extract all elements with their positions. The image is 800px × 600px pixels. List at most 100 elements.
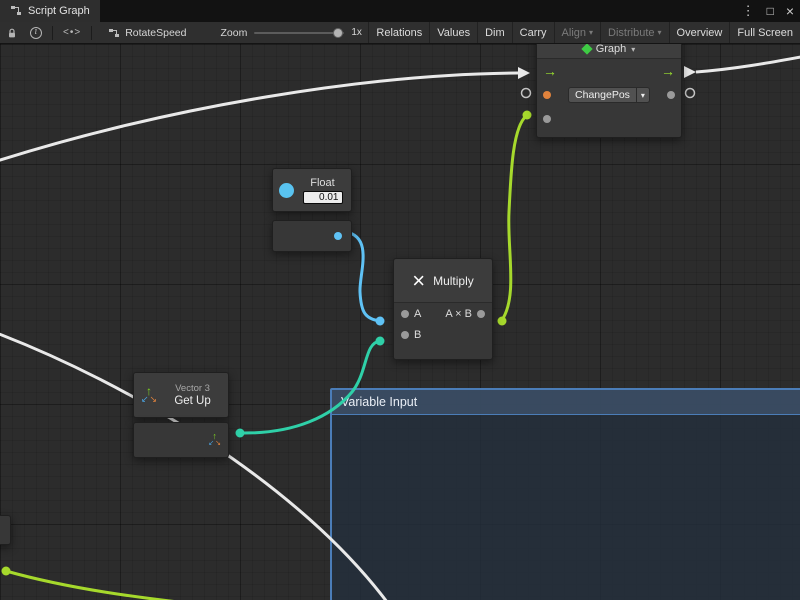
overview-label: Overview bbox=[677, 27, 723, 39]
output-port-icon[interactable] bbox=[667, 91, 675, 99]
control-out-port-icon[interactable] bbox=[661, 64, 675, 78]
port-multiply-b-connection[interactable] bbox=[376, 337, 385, 346]
wire-control-in[interactable] bbox=[0, 73, 518, 162]
graph-canvas[interactable]: Variable Input Graph bbox=[0, 44, 800, 600]
node-float-port-section[interactable] bbox=[272, 220, 352, 252]
vector3-right-arrow-icon bbox=[150, 396, 158, 404]
zoom-slider-thumb[interactable] bbox=[333, 28, 343, 38]
node-changepos-title: Graph bbox=[596, 44, 627, 55]
node-offscreen-sliver[interactable] bbox=[0, 515, 11, 545]
maximize-icon[interactable] bbox=[761, 0, 780, 22]
toolbar-separator bbox=[52, 26, 53, 40]
node-get-up[interactable]: Vector 3 Get Up bbox=[133, 372, 229, 418]
port-changepos-value-connection[interactable] bbox=[523, 111, 532, 120]
tab-script-graph[interactable]: Script Graph bbox=[0, 0, 100, 22]
code-icon bbox=[63, 27, 81, 38]
port-multiply-a-connection[interactable] bbox=[376, 317, 385, 326]
variable-port-row: ChangePos bbox=[537, 83, 681, 107]
toolbar-button-group: Relations Values Dim Carry Align Distrib… bbox=[368, 22, 800, 43]
values-button[interactable]: Values bbox=[429, 22, 477, 43]
node-get-up-title: Get Up bbox=[174, 395, 210, 407]
float-output-port-icon[interactable] bbox=[334, 232, 342, 240]
multiply-a-port-icon[interactable] bbox=[401, 310, 409, 318]
port-multiply-out-connection[interactable] bbox=[498, 317, 507, 326]
node-get-up-type: Vector 3 bbox=[175, 383, 210, 394]
align-button: Align bbox=[554, 22, 600, 43]
menu-icon[interactable] bbox=[736, 0, 761, 22]
vector3-icon bbox=[141, 386, 157, 404]
distribute-button: Distribute bbox=[600, 22, 668, 43]
carry-button[interactable]: Carry bbox=[512, 22, 554, 43]
graph-asset-breadcrumb[interactable]: RotateSpeed bbox=[102, 22, 192, 43]
relations-button[interactable]: Relations bbox=[368, 22, 429, 43]
variable-port-icon[interactable] bbox=[543, 91, 551, 99]
dropdown-arrow-icon[interactable] bbox=[636, 88, 649, 102]
vector3-output-port-icon[interactable] bbox=[208, 433, 221, 447]
graph-asset-name: RotateSpeed bbox=[125, 27, 186, 39]
multiply-out-port-icon[interactable] bbox=[477, 310, 485, 318]
node-multiply[interactable]: Multiply A A × B B bbox=[393, 258, 493, 360]
port-empty-left[interactable] bbox=[522, 89, 531, 98]
group-title: Variable Input bbox=[341, 395, 417, 409]
dim-button[interactable]: Dim bbox=[477, 22, 512, 43]
group-variable-input[interactable]: Variable Input bbox=[330, 388, 800, 600]
multiply-icon bbox=[412, 270, 425, 292]
inspect-button[interactable]: i bbox=[24, 22, 48, 43]
lock-button[interactable] bbox=[0, 22, 24, 43]
port-getup-out-connection[interactable] bbox=[236, 429, 245, 438]
node-changepos-header[interactable]: Graph bbox=[537, 44, 681, 59]
wire-lime-bottom[interactable] bbox=[6, 571, 205, 600]
node-float-title: Float bbox=[310, 177, 334, 189]
multiply-b-port-icon[interactable] bbox=[401, 331, 409, 339]
script-graph-icon bbox=[10, 5, 22, 17]
chevron-down-icon[interactable] bbox=[631, 44, 635, 55]
node-multiply-header[interactable]: Multiply bbox=[394, 259, 492, 303]
close-icon[interactable] bbox=[780, 0, 800, 23]
multiply-out-label: A × B bbox=[445, 308, 472, 320]
distribute-label: Distribute bbox=[608, 27, 654, 39]
variable-dropdown-value: ChangePos bbox=[569, 89, 636, 101]
zoom-label: Zoom bbox=[221, 27, 248, 39]
overview-button[interactable]: Overview bbox=[669, 22, 730, 43]
variable-dropdown[interactable]: ChangePos bbox=[568, 87, 650, 103]
info-icon: i bbox=[30, 27, 42, 39]
graph-toolbar: i RotateSpeed Zoom 1x Relations Values D… bbox=[0, 22, 800, 44]
relations-label: Relations bbox=[376, 27, 422, 39]
node-float[interactable]: Float bbox=[272, 168, 352, 212]
values-label: Values bbox=[437, 27, 470, 39]
control-in-arrow-icon bbox=[518, 67, 530, 79]
carry-label: Carry bbox=[520, 27, 547, 39]
full-screen-button[interactable]: Full Screen bbox=[729, 22, 800, 43]
value-port-icon[interactable] bbox=[543, 115, 551, 123]
multiply-a-label: A bbox=[414, 308, 421, 320]
control-port-row bbox=[537, 59, 681, 83]
group-header[interactable]: Variable Input bbox=[332, 390, 800, 415]
node-multiply-title: Multiply bbox=[433, 274, 474, 288]
zoom-value: 1x bbox=[351, 27, 362, 38]
float-value-field[interactable] bbox=[303, 191, 343, 204]
toolbar-separator bbox=[91, 26, 92, 40]
control-out-arrow-icon bbox=[684, 66, 696, 78]
multiply-row-a: A A × B bbox=[394, 303, 492, 324]
node-changepos[interactable]: Graph ChangePos bbox=[536, 44, 682, 138]
zoom-slider[interactable] bbox=[254, 32, 344, 34]
value-port-row bbox=[537, 107, 681, 131]
code-preview-button[interactable] bbox=[57, 22, 87, 43]
wire-multiply-to-changepos[interactable] bbox=[502, 116, 526, 320]
align-label: Align bbox=[562, 27, 586, 39]
port-empty-right[interactable] bbox=[686, 89, 695, 98]
multiply-b-label: B bbox=[414, 329, 421, 341]
dim-label: Dim bbox=[485, 27, 505, 39]
lock-icon bbox=[6, 27, 18, 39]
vector3-left-arrow-icon bbox=[141, 396, 149, 404]
port-lime-bottom[interactable] bbox=[2, 567, 11, 576]
full-screen-label: Full Screen bbox=[737, 27, 793, 39]
control-in-port-icon[interactable] bbox=[543, 64, 557, 78]
wire-control-out[interactable] bbox=[696, 56, 800, 72]
window-controls bbox=[736, 0, 800, 22]
graph-node-icon bbox=[581, 44, 592, 55]
node-get-up-port-section[interactable] bbox=[133, 422, 229, 458]
graph-asset-icon bbox=[108, 27, 120, 39]
float-type-icon bbox=[279, 183, 294, 198]
multiply-row-b: B bbox=[394, 324, 492, 345]
